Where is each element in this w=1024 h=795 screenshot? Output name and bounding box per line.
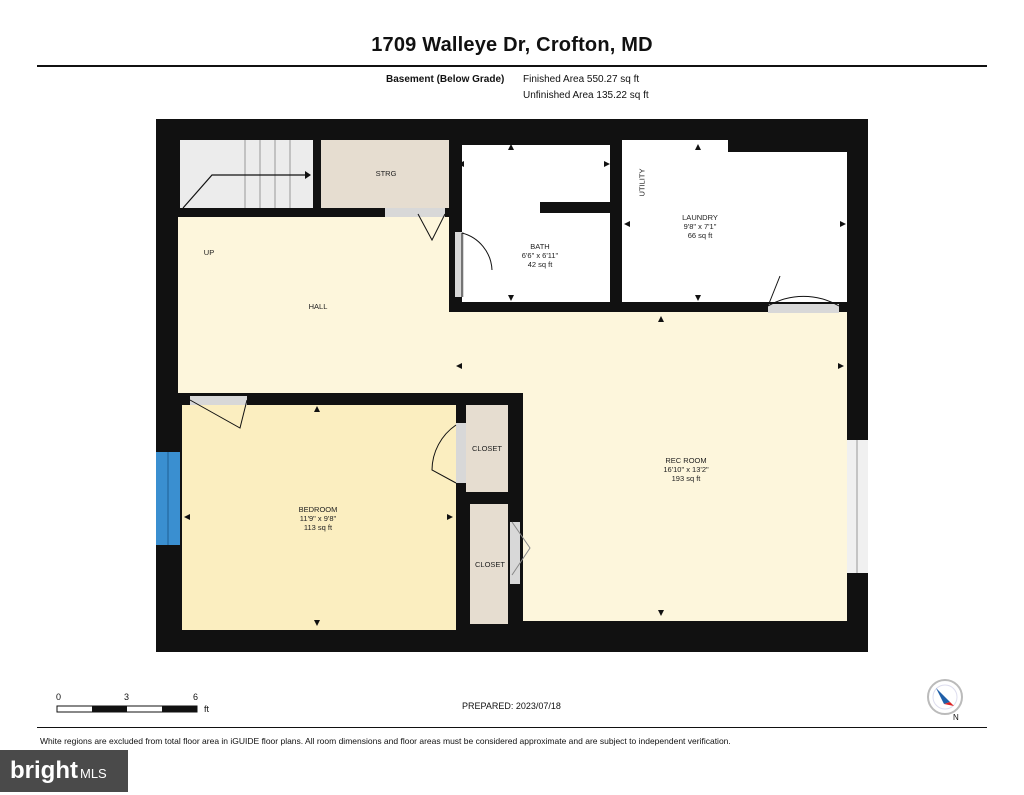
closet-lower-label: CLOSET [474, 560, 505, 569]
room-bedroom: BEDROOM 11'9" x 9'8" 113 sq ft [268, 505, 368, 532]
bath-region [462, 145, 610, 302]
prepared-date: PREPARED: 2023/07/18 [462, 701, 561, 711]
level-name: Basement (Below Grade) [386, 74, 505, 85]
room-utility-label: UTILITY [637, 168, 647, 197]
scale-tick-3: 3 [124, 692, 130, 702]
header-divider [37, 65, 987, 67]
unfinished-area: Unfinished Area 135.22 sq ft [523, 90, 649, 101]
scale-bar [56, 705, 198, 713]
room-rec-area: 193 sq ft [671, 474, 701, 483]
bedroom-area [182, 405, 456, 630]
stairs-up-label: UP [203, 248, 215, 257]
rec-room-area [523, 393, 847, 621]
compass-rose [927, 679, 963, 715]
room-bedroom-name: BEDROOM [298, 505, 338, 514]
closet-upper [466, 403, 508, 492]
room-bath: BATH 6'6" x 6'11" 42 sq ft [500, 242, 580, 269]
room-laundry-area: 66 sq ft [687, 231, 713, 240]
compass-north-label: N [953, 713, 959, 722]
logo-name: bright [10, 757, 78, 784]
logo-suffix: MLS [79, 766, 107, 781]
room-bedroom-area: 113 sq ft [303, 523, 333, 532]
room-storage-label: STRG [375, 169, 397, 178]
scale-tick-0: 0 [56, 692, 62, 702]
room-hall-label: HALL [308, 302, 328, 311]
finished-area: Finished Area 550.27 sq ft [523, 74, 640, 85]
room-rec: REC ROOM 16'10" x 13'2" 193 sq ft [636, 456, 736, 483]
storage-room [321, 140, 449, 208]
room-bath-name: BATH [530, 242, 550, 251]
room-rec-dims: 16'10" x 13'2" [663, 465, 709, 474]
room-bath-area: 42 sq ft [527, 260, 553, 269]
bath-arrow-top [508, 144, 514, 150]
room-rec-name: REC ROOM [665, 456, 707, 465]
hall-area [178, 217, 456, 393]
disclaimer: White regions are excluded from total fl… [40, 736, 731, 746]
laundry-region [622, 140, 847, 305]
closet-upper-label: CLOSET [471, 444, 502, 453]
closet-lower [470, 504, 510, 624]
room-laundry-name: LAUNDRY [682, 213, 718, 222]
room-bedroom-dims: 11'9" x 9'8" [299, 514, 337, 523]
room-laundry-dims: 9'8" x 7'1" [683, 222, 717, 231]
scale-unit: ft [204, 704, 210, 714]
page-title: 1709 Walleye Dr, Crofton, MD [371, 34, 653, 56]
room-bath-dims: 6'6" x 6'11" [521, 251, 559, 260]
scale-tick-6: 6 [193, 692, 199, 702]
room-laundry: LAUNDRY 9'8" x 7'1" 66 sq ft [660, 213, 740, 240]
